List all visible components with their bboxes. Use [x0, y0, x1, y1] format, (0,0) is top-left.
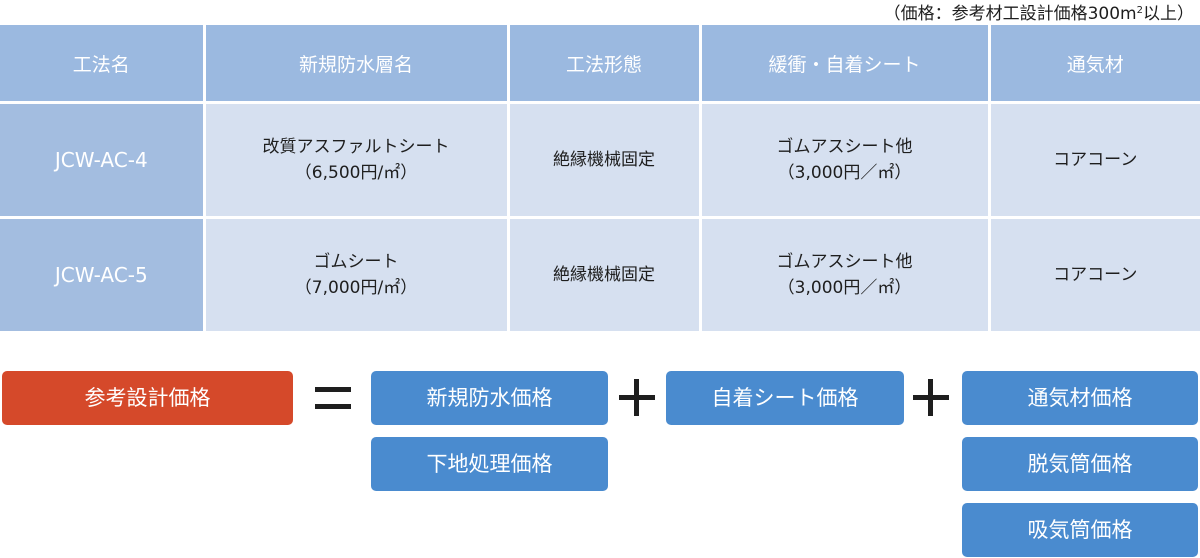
row-layer-name: ゴムシート	[313, 252, 399, 272]
header-buffer-sheet: 緩衝・自着シート	[698, 22, 991, 104]
self-adhesive-sheet-price-box: 自着シート価格	[666, 371, 904, 425]
method-spec-table: 工法名 新規防水層名 工法形態 緩衝・自着シート 通気材 JCW-AC-4 改質…	[0, 22, 1200, 334]
row-layer-cell: ゴムシート （7,000円/㎡）	[202, 216, 510, 334]
intake-tube-price-box: 吸気筒価格	[962, 503, 1198, 557]
row-sheet-name: ゴムアスシート他	[776, 137, 913, 157]
degassing-tube-price-box: 脱気筒価格	[962, 437, 1198, 491]
equals-sign-icon	[313, 371, 353, 425]
price-note: （価格：参考材工設計価格300m2以上）	[883, 0, 1194, 24]
row-method-form: 絶縁機械固定	[506, 101, 702, 219]
plus-sign-icon	[617, 371, 657, 425]
row-layer-price: （6,500円/㎡）	[294, 163, 418, 183]
row-vent-material: コアコーン	[987, 216, 1200, 334]
table-header-row: 工法名 新規防水層名 工法形態 緩衝・自着シート 通気材	[0, 22, 1200, 104]
total-price-box: 参考設計価格	[2, 371, 293, 425]
row-layer-price: （7,000円/㎡）	[294, 278, 418, 298]
plus-sign-icon	[911, 371, 951, 425]
table-row: JCW-AC-5 ゴムシート （7,000円/㎡） 絶縁機械固定 ゴムアスシート…	[0, 216, 1200, 334]
row-vent-material: コアコーン	[987, 101, 1200, 219]
base-treatment-price-box: 下地処理価格	[371, 437, 608, 491]
header-method-form: 工法形態	[506, 22, 702, 104]
row-layer-name: 改質アスファルトシート	[262, 137, 450, 157]
row-method-name: JCW-AC-4	[0, 101, 206, 219]
vent-material-price-box: 通気材価格	[962, 371, 1198, 425]
header-vent-material: 通気材	[987, 22, 1200, 104]
table-row: JCW-AC-4 改質アスファルトシート （6,500円/㎡） 絶縁機械固定 ゴ…	[0, 101, 1200, 219]
row-sheet-price: （3,000円／㎡）	[777, 278, 912, 298]
row-method-name: JCW-AC-5	[0, 216, 206, 334]
row-layer-cell: 改質アスファルトシート （6,500円/㎡）	[202, 101, 510, 219]
header-new-layer: 新規防水層名	[202, 22, 510, 104]
row-sheet-cell: ゴムアスシート他 （3,000円／㎡）	[698, 216, 991, 334]
price-note-superscript: 2	[1136, 5, 1143, 16]
row-sheet-name: ゴムアスシート他	[776, 252, 913, 272]
row-sheet-price: （3,000円／㎡）	[777, 163, 912, 183]
row-method-form: 絶縁機械固定	[506, 216, 702, 334]
row-sheet-cell: ゴムアスシート他 （3,000円／㎡）	[698, 101, 991, 219]
waterproof-price-box: 新規防水価格	[371, 371, 608, 425]
price-note-suffix: 以上）	[1143, 4, 1194, 24]
header-method-name: 工法名	[0, 22, 206, 104]
price-note-prefix: （価格：参考材工設計価格300m	[883, 4, 1137, 24]
